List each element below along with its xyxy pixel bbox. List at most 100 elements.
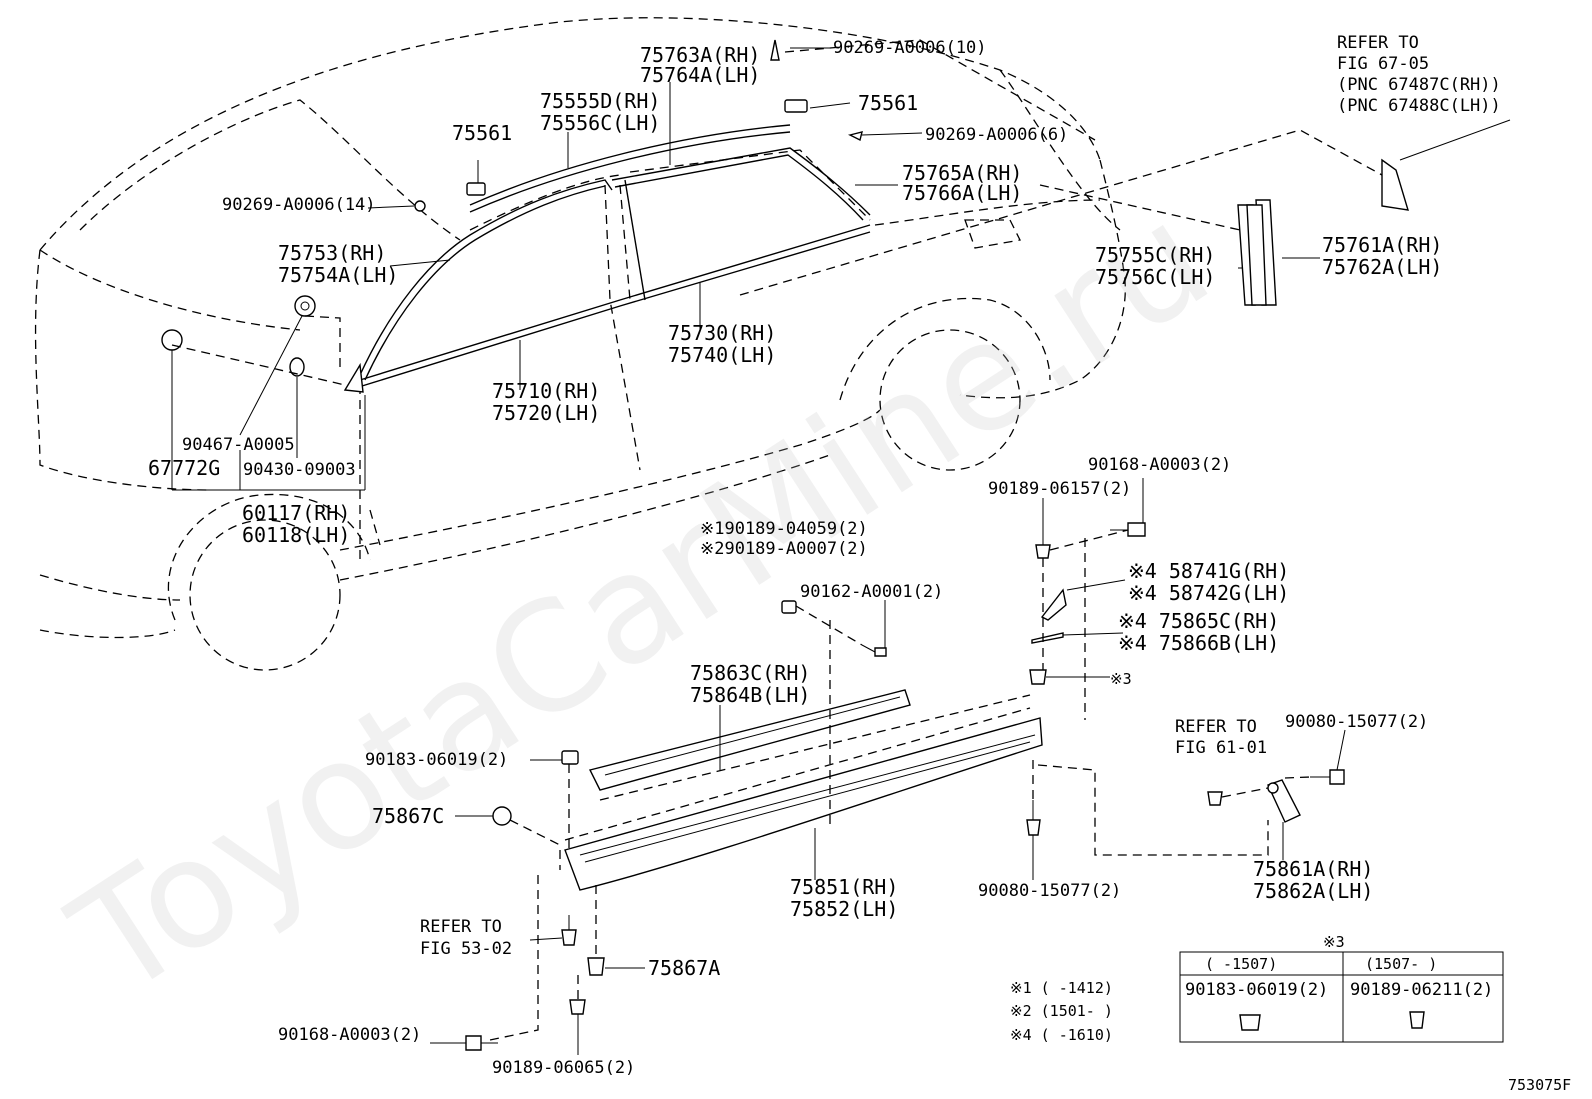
label-75851: 75851(RH) (790, 875, 898, 899)
label-75756: 75756C(LH) (1095, 265, 1215, 289)
label-refer67-4: (PNC 67488C(LH)) (1337, 96, 1501, 116)
bolt-refer-53 (561, 915, 577, 946)
bolt-90168-top (1110, 522, 1146, 537)
bracket-75861 (1267, 779, 1301, 823)
leader-lines (171, 47, 1511, 1055)
roof-molding (469, 124, 791, 213)
label-90189-06065: 90189-06065(2) (492, 1058, 635, 1078)
label-60117: 60117(RH) (242, 501, 350, 525)
label-90189-06157: 90189-06157(2) (988, 479, 1131, 499)
note-1: ※1 ( -1412) (1010, 979, 1113, 997)
label-75753: 75753(RH) (278, 241, 386, 265)
clip-90183-06019 (561, 750, 579, 765)
label-90467: 90467-A0005 (182, 435, 295, 455)
label-75766: 75766A(LH) (902, 181, 1022, 205)
label-90189-a0007: ※290189-A0007(2) (700, 539, 868, 559)
label-refer53-2: FIG 53-02 (420, 939, 512, 959)
label-75764: 75764A(LH) (640, 63, 760, 87)
label-67772: 67772G (148, 456, 220, 480)
table-col1-part: 90183-06019(2) (1185, 980, 1328, 1000)
clip-75561-left (466, 182, 486, 196)
label-75765: 75765A(RH) (902, 161, 1022, 185)
label-90080-bottom: 90080-15077(2) (978, 881, 1121, 901)
assembly-dashed-lines (171, 39, 1383, 1041)
label-75864: 75864B(LH) (690, 683, 810, 707)
label-75561-top: 75561 (858, 91, 918, 115)
label-58742: ※4 58742G(LH) (1128, 581, 1289, 605)
triangle-cover-refer (1381, 158, 1409, 211)
rocker-dashed-outline (559, 694, 1031, 870)
screw-90269-top (770, 39, 780, 61)
label-75867a: 75867A (648, 956, 720, 980)
table-clip-icon-2 (1409, 1011, 1425, 1029)
label-75556: 75556C(LH) (540, 111, 660, 135)
label-75861: 75861A(RH) (1253, 857, 1373, 881)
label-75867c: 75867C (372, 804, 444, 828)
part-labels: 75763A(RH) 75764A(LH) 90269-A0006(10) 75… (148, 33, 1501, 1078)
label-refer61-2: FIG 61-01 (1175, 738, 1267, 758)
label-refer67-1: REFER TO (1337, 33, 1419, 53)
table-clip-icon-1 (1239, 1014, 1261, 1031)
label-75561-left: 75561 (452, 121, 512, 145)
screw-90269-right (847, 131, 863, 142)
label-75720: 75720(LH) (492, 401, 600, 425)
label-90183: 90183-06019(2) (365, 750, 508, 770)
bolt-90168-bottom (465, 1035, 498, 1051)
label-refer67-2: FIG 67-05 (1337, 54, 1429, 74)
label-75710: 75710(RH) (492, 379, 600, 403)
note-2: ※2 (1501- ) (1010, 1002, 1113, 1020)
pad-58741 (1040, 588, 1067, 621)
label-90162: 90162-A0001(2) (800, 582, 943, 602)
belt-moldings (359, 224, 871, 387)
label-90168-bottom: 90168-A0003(2) (278, 1025, 421, 1045)
label-60118: 60118(LH) (242, 523, 350, 547)
screw-90269-left (414, 200, 426, 212)
label-refer61-1: REFER TO (1175, 717, 1257, 737)
car-body-outline (34, 17, 1126, 671)
bolt-90080-right (1310, 769, 1345, 785)
footnotes: ※1 ( -1412) ※2 (1501- ) ※4 ( -1610) (1010, 979, 1113, 1044)
table-col1-header: ( -1507) (1205, 955, 1277, 973)
clip-75561-top (784, 99, 808, 113)
label-refer53-1: REFER TO (420, 917, 502, 937)
label-75755: 75755C(RH) (1095, 243, 1215, 267)
clip-75867c (492, 806, 512, 826)
label-90269-10: 90269-A0006(10) (833, 38, 987, 58)
table-title: ※3 (1323, 933, 1345, 951)
label-58741: ※4 58741G(RH) (1128, 559, 1289, 583)
rocker-panel-75851 (564, 717, 1043, 891)
label-75866: ※4 75866B(LH) (1118, 631, 1279, 655)
note-4: ※4 ( -1610) (1010, 1026, 1113, 1044)
label-90080-right: 90080-15077(2) (1285, 712, 1428, 732)
pillar-garnish-75755 (1237, 199, 1277, 306)
label-75865: ※4 75865C(RH) (1118, 609, 1279, 633)
door-frame-moldings (359, 147, 871, 381)
label-90430: 90430-09003 (243, 460, 356, 480)
mirror-base (343, 362, 364, 393)
clip-90189-06157 (1035, 544, 1051, 559)
clip-bracket-left (1207, 791, 1223, 806)
screw-90162 (861, 644, 887, 657)
figure-id: 753075F (1508, 1076, 1571, 1094)
tape-75865 (1031, 632, 1064, 644)
clip-90189-04059 (781, 600, 797, 614)
label-75730: 75730(RH) (668, 321, 776, 345)
clip-90189-06065 (569, 999, 586, 1015)
bolt-90080-bottom (1026, 800, 1041, 836)
label-75761: 75761A(RH) (1322, 233, 1442, 257)
clip-note3 (1029, 669, 1047, 685)
label-75863: 75863C(RH) (690, 661, 810, 685)
label-75763: 75763A(RH) (640, 43, 760, 67)
note3-table: ※3 ( -1507) (1507- ) 90183-06019(2) 9018… (1179, 933, 1504, 1043)
label-90269-14: 90269-A0006(14) (222, 195, 376, 215)
label-75762: 75762A(LH) (1322, 255, 1442, 279)
label-75754: 75754A(LH) (278, 263, 398, 287)
clip-75867a (587, 957, 605, 976)
label-75852: 75852(LH) (790, 897, 898, 921)
grommet-90430 (289, 357, 305, 377)
label-75555: 75555D(RH) (540, 89, 660, 113)
table-col2-part: 90189-06211(2) (1350, 980, 1493, 1000)
label-90189-04059: ※190189-04059(2) (700, 519, 868, 539)
label-75740: 75740(LH) (668, 343, 776, 367)
label-note3-mark: ※3 (1110, 670, 1132, 688)
